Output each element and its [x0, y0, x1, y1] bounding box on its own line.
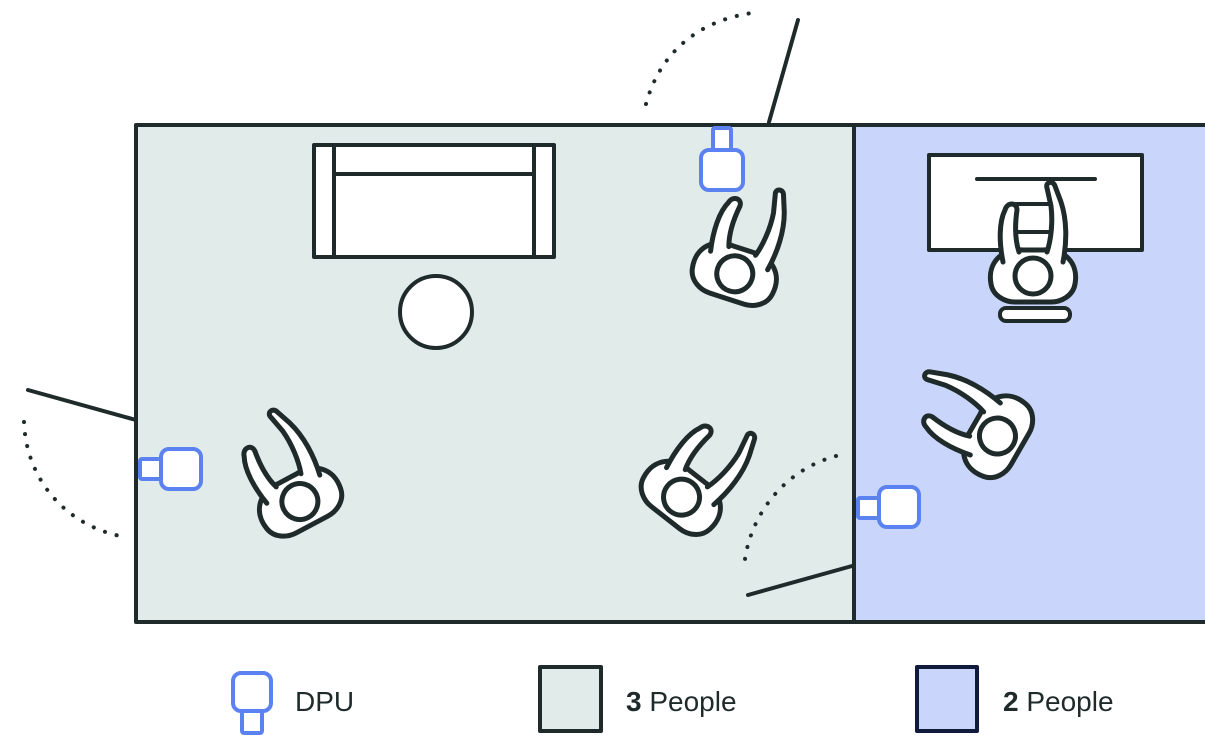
door-icon — [767, 18, 800, 124]
legend-room-a-count: 3 — [626, 686, 642, 717]
sofa-icon — [312, 143, 556, 259]
door-icon — [746, 564, 854, 597]
dpu-sensor-icon — [138, 447, 203, 491]
legend-room-a-swatch — [538, 665, 603, 733]
legend-dpu-icon — [231, 671, 273, 735]
legend-room-a-label: 3 People — [626, 688, 737, 716]
door-icon — [26, 388, 138, 422]
round-table-icon — [398, 274, 474, 350]
door-swing-arc — [644, 10, 762, 106]
legend-dpu-label: DPU — [295, 686, 355, 717]
chair-icon — [998, 306, 1072, 323]
legend-room-a-suffix: People — [649, 686, 737, 717]
desk-icon — [927, 153, 1144, 252]
legend-room-b-label: 2 People — [1003, 688, 1114, 716]
dpu-sensor-icon — [699, 126, 745, 192]
legend-room-b-swatch — [915, 665, 979, 733]
dpu-sensor-icon — [856, 485, 921, 529]
legend-room-b-count: 2 — [1003, 686, 1019, 717]
door-swing-arc — [22, 420, 122, 538]
legend-room-b-suffix: People — [1026, 686, 1114, 717]
